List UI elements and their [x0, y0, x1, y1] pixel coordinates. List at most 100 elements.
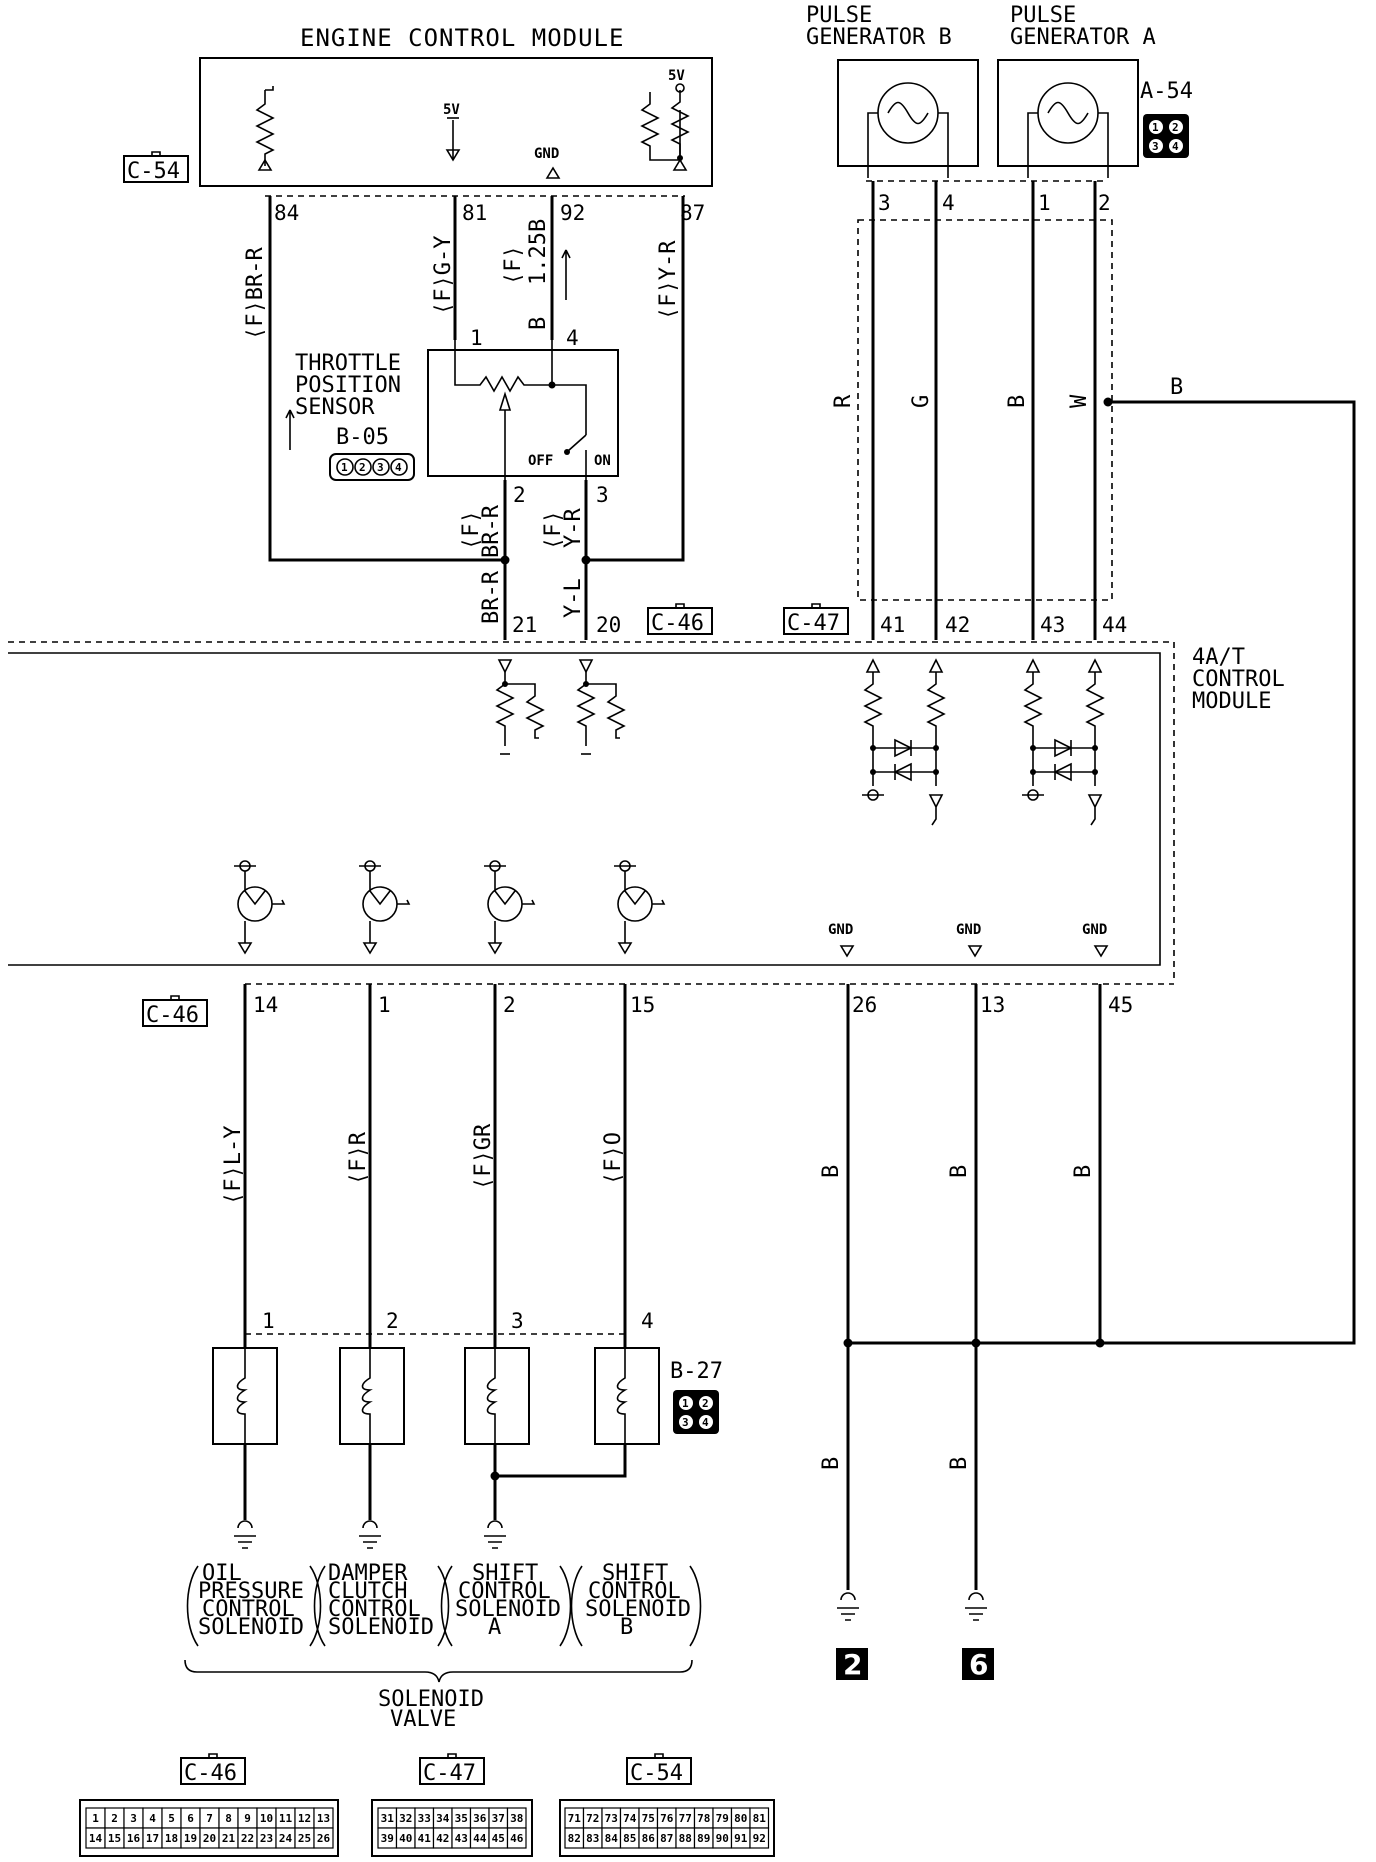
pin-cell	[749, 1827, 770, 1849]
tcm-tps-input-circuit	[495, 659, 626, 755]
pin-number: 34	[436, 1812, 450, 1825]
pin-number: 7	[206, 1812, 213, 1825]
pin-number: 43	[455, 1832, 468, 1845]
gnd-symbols	[839, 945, 1109, 958]
pin-number: 4	[149, 1812, 156, 1825]
svg-text:C-46: C-46	[146, 1003, 199, 1028]
pin-number: 31	[381, 1812, 395, 1825]
svg-text:2: 2	[843, 1648, 862, 1681]
gnd-label: GND	[1082, 922, 1107, 938]
wire-label-br-r: BR-R	[479, 570, 504, 624]
pin-number: 18	[165, 1832, 178, 1845]
ecm-title: ENGINE CONTROL MODULE	[300, 24, 624, 52]
solenoid-group-brace	[184, 1659, 693, 1683]
svg-text:3: 3	[682, 1416, 689, 1429]
ground-symbols	[837, 1592, 987, 1621]
pin-number: 5	[168, 1812, 175, 1825]
svg-text:1: 1	[1152, 121, 1159, 134]
svg-text:C-47: C-47	[787, 611, 840, 636]
svg-text:C-46: C-46	[651, 611, 704, 636]
tcm-box	[8, 652, 1161, 966]
pin-number: 91	[734, 1832, 748, 1845]
gnd-label: GND	[828, 922, 853, 938]
pin-number: 35	[455, 1812, 468, 1825]
tps-pin-3: 3	[596, 483, 609, 507]
wire-label-b: B	[947, 1457, 972, 1470]
tps-pin-2: 2	[513, 483, 526, 507]
svg-text:2: 2	[1172, 121, 1179, 134]
pin-number: 6	[187, 1812, 194, 1825]
pga-label-2: GENERATOR A	[1010, 25, 1156, 50]
sol-pin-1: 1	[262, 1309, 275, 1333]
tcm-pin-15: 15	[630, 993, 655, 1017]
pg-pin-4: 4	[942, 191, 955, 215]
pin-number: 26	[317, 1832, 331, 1845]
pin-number: 24	[279, 1832, 293, 1845]
svg-text:SHIFT: SHIFT	[602, 1561, 668, 1586]
ecm-box	[199, 57, 713, 187]
svg-text:C-47: C-47	[423, 1761, 476, 1786]
c47-connector-label: C-47	[783, 603, 849, 636]
c47-connector-label: C-47	[419, 1753, 485, 1786]
pin-number: 83	[586, 1832, 599, 1845]
pgb-label-2: GENERATOR B	[806, 25, 952, 50]
tcm-connector-dash	[8, 641, 1175, 980]
tcm-pin-42: 42	[945, 613, 970, 637]
ecm-wires	[268, 196, 685, 562]
tcm-pin-44: 44	[1102, 613, 1127, 637]
svg-text:3: 3	[377, 461, 384, 474]
svg-text:4: 4	[702, 1416, 709, 1429]
pin-number: 81	[753, 1812, 767, 1825]
shield-dash	[857, 219, 1113, 601]
wire-label-f: ⟨F⟩	[501, 245, 526, 285]
tcm-pin-13: 13	[980, 993, 1005, 1017]
solenoid-label-shift-a: SHIFT CONTROL SOLENOID A	[440, 1561, 572, 1647]
c54-connector-label: C-54	[626, 1753, 692, 1786]
svg-text:C-54: C-54	[630, 1761, 683, 1786]
pga-box	[997, 59, 1139, 167]
svg-text:1: 1	[682, 1397, 689, 1410]
b27-connector-icon: 1 2 3 4	[673, 1390, 719, 1434]
tcm-pin-21: 21	[512, 613, 537, 637]
tps-pin-1: 1	[470, 326, 483, 350]
sol-pin-3: 3	[511, 1309, 524, 1333]
tps-pin-4: 4	[566, 326, 579, 350]
ground-point-2: 2	[836, 1648, 868, 1681]
wire-label-125b: 1.25B	[526, 219, 551, 285]
svg-text:C-46: C-46	[184, 1761, 237, 1786]
tcm-title-1: 4A/T	[1192, 645, 1245, 670]
sol-pin-4: 4	[641, 1309, 654, 1333]
svg-text:6: 6	[969, 1648, 988, 1681]
wire-label-b: B	[819, 1457, 844, 1470]
pin-92: 92	[560, 201, 585, 225]
tcm-pin-14: 14	[253, 993, 278, 1017]
svg-text:B: B	[620, 1615, 633, 1640]
c54-connector-label: C-54	[123, 151, 189, 184]
c46-connector-face	[79, 1799, 339, 1857]
c47-connector-face	[371, 1799, 533, 1857]
wire-label-y-r: Y-R	[561, 508, 586, 548]
pin-number: 90	[716, 1832, 729, 1845]
tcm-pin-43: 43	[1040, 613, 1065, 637]
svg-text:C-54: C-54	[127, 159, 180, 184]
pin-number: 39	[381, 1832, 394, 1845]
wire-label-g: G	[909, 395, 934, 408]
wire-label-r: ⟨F⟩R	[346, 1131, 371, 1185]
wire-label-gr: ⟨F⟩GR	[471, 1123, 496, 1190]
pin-number: 45	[492, 1832, 505, 1845]
tcm-pin-1: 1	[378, 993, 391, 1017]
b05-label: B-05	[336, 425, 389, 450]
pin-number: 74	[623, 1812, 637, 1825]
5v-label: 5V	[443, 102, 460, 118]
pin-81: 81	[462, 201, 487, 225]
pin-number: 41	[418, 1832, 432, 1845]
tcm-output-transistors	[234, 860, 666, 955]
solenoid-label-damper-clutch: DAMPER CLUTCH CONTROL SOLENOID	[313, 1561, 450, 1647]
solenoid-valve-label-1: SOLENOID	[378, 1687, 484, 1712]
pin-number: 17	[146, 1832, 159, 1845]
solenoid-ground-wires	[243, 1444, 627, 1520]
tcm-pin-45: 45	[1108, 993, 1133, 1017]
